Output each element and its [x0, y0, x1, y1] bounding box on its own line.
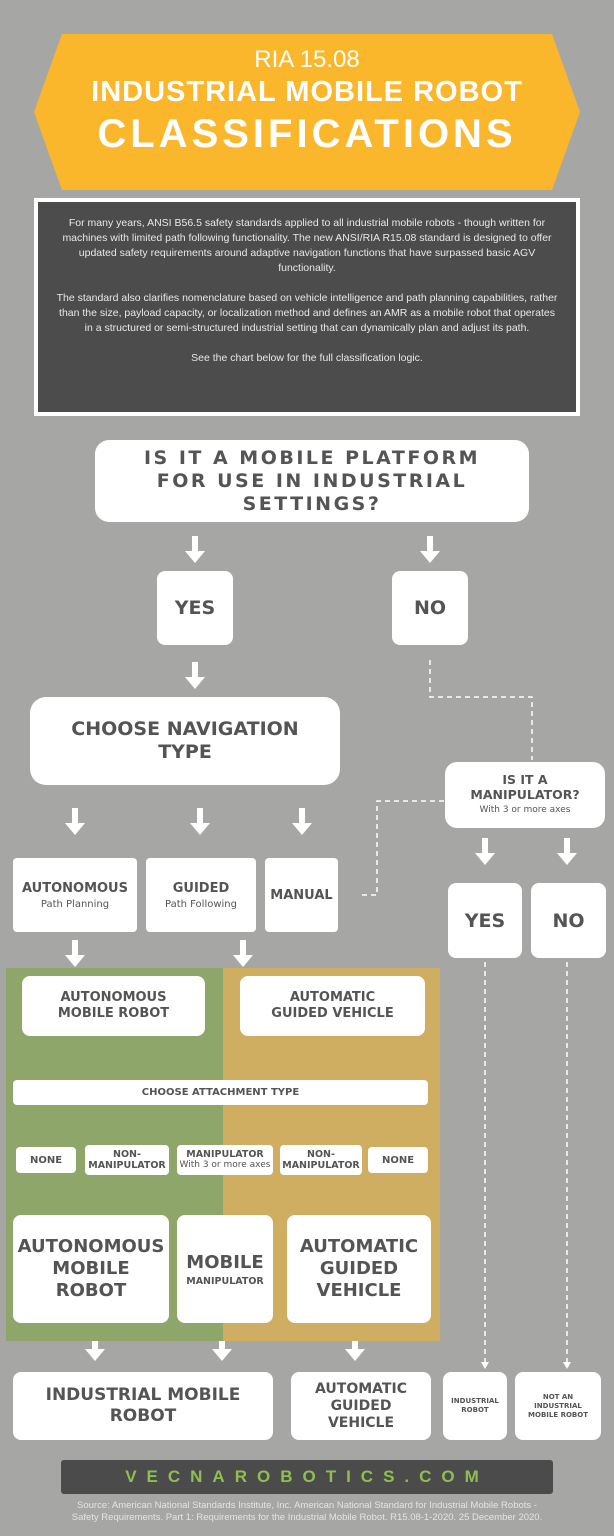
- nav-autonomous: AUTONOMOUS Path Planning: [13, 858, 137, 932]
- intro-paragraph-3: See the chart below for the full classif…: [191, 352, 423, 364]
- down-arrow-icon: [557, 838, 577, 865]
- attachment-none-1: NONE: [16, 1147, 76, 1173]
- final-ir-l2: ROBOT: [461, 1406, 489, 1414]
- final-not-industrial-mobile-robot: NOT AN INDUSTRIAL MOBILE ROBOT: [515, 1372, 601, 1440]
- res-amr-l3: ROBOT: [55, 1280, 127, 1301]
- res-agv-l2: GUIDED: [319, 1258, 399, 1279]
- final-agv: AUTOMATIC GUIDED VEHICLE: [291, 1372, 431, 1440]
- nav-autonomous-sub: Path Planning: [40, 898, 110, 910]
- down-arrow-icon: [212, 1334, 232, 1361]
- nav-manual: MANUAL: [265, 858, 338, 932]
- header-title-line2: CLASSIFICATIONS: [97, 112, 517, 156]
- res-agv-l1: AUTOMATIC: [299, 1236, 419, 1257]
- down-arrow-icon: [233, 940, 253, 967]
- down-arrow-icon: [65, 808, 85, 835]
- choose-navigation-type: CHOOSE NAVIGATION TYPE: [30, 697, 340, 785]
- intro-box: For many years, ANSI B56.5 safety standa…: [34, 198, 580, 416]
- footer-brand: VECNAROBOTICS.COM: [125, 1467, 489, 1486]
- final-imr-l2: ROBOT: [109, 1406, 177, 1426]
- attachment-nonmanip-2: NON- MANIPULATOR: [280, 1145, 362, 1175]
- down-arrow-icon: [190, 808, 210, 835]
- footer-brand-bar: VECNAROBOTICS.COM: [61, 1460, 553, 1494]
- answer-yes-manipulator: YES: [448, 883, 522, 958]
- nav-line1: CHOOSE NAVIGATION: [71, 718, 299, 740]
- manip-q-line2: MANIPULATOR?: [470, 787, 580, 802]
- nav-guided: GUIDED Path Following: [146, 858, 256, 932]
- answer-no-manipulator: NO: [531, 883, 606, 958]
- nonmanip1-l2: MANIPULATOR: [88, 1160, 166, 1171]
- final-agv-l1: AUTOMATIC: [315, 1380, 407, 1397]
- down-arrow-icon: [475, 838, 495, 865]
- attachment-manipulator: MANIPULATOR With 3 or more axes: [177, 1145, 273, 1175]
- manip-q-line1: IS IT A: [502, 772, 548, 787]
- nav-autonomous-label: AUTONOMOUS: [22, 880, 128, 896]
- answer-no-platform: NO: [392, 571, 468, 645]
- type-agv: AUTOMATIC GUIDED VEHICLE: [240, 976, 425, 1036]
- amr-line1: AUTONOMOUS: [60, 990, 167, 1005]
- header-banner: [34, 34, 580, 190]
- footer-source: Source: American National Standards Inst…: [0, 1500, 614, 1524]
- result-agv: AUTOMATIC GUIDED VEHICLE: [287, 1215, 431, 1323]
- down-arrow-icon: [185, 662, 205, 689]
- nav-line2: TYPE: [158, 741, 212, 763]
- intro-paragraph-1: For many years, ANSI B56.5 safety standa…: [62, 217, 552, 274]
- down-arrow-icon: [292, 808, 312, 835]
- res-agv-l3: VEHICLE: [316, 1280, 402, 1301]
- res-amr-l1: AUTONOMOUS: [17, 1236, 165, 1257]
- nav-guided-label: GUIDED: [172, 880, 230, 896]
- res-mm-l2: MANIPULATOR: [186, 1275, 264, 1287]
- answer-yes-platform: YES: [157, 571, 233, 645]
- nonmanip1-l1: NON-: [113, 1149, 141, 1160]
- source-line2: Safety Requirements. Part 1: Requirement…: [71, 1512, 543, 1523]
- final-not-l2: INDUSTRIAL: [534, 1401, 582, 1410]
- down-arrow-icon: [185, 536, 205, 563]
- manip-q-sub: With 3 or more axes: [479, 805, 571, 815]
- down-arrow-icon: [85, 1334, 105, 1361]
- attachment-nonmanip-1: NON- MANIPULATOR: [85, 1145, 169, 1175]
- final-agv-l3: VEHICLE: [327, 1414, 395, 1431]
- nav-guided-sub: Path Following: [165, 898, 237, 910]
- nonmanip2-l2: MANIPULATOR: [282, 1160, 360, 1171]
- header-title-line1: INDUSTRIAL MOBILE ROBOT: [91, 76, 523, 108]
- choose-attachment-type: CHOOSE ATTACHMENT TYPE: [13, 1080, 428, 1105]
- manip-l1: MANIPULATOR: [186, 1149, 264, 1160]
- down-arrow-icon: [420, 536, 440, 563]
- manip-l2: With 3 or more axes: [179, 1160, 271, 1170]
- q1-line1: IS IT A MOBILE PLATFORM: [143, 446, 481, 469]
- final-industrial-robot: INDUSTRIAL ROBOT: [443, 1372, 507, 1440]
- type-amr: AUTONOMOUS MOBILE ROBOT: [22, 976, 205, 1036]
- res-amr-l2: MOBILE: [52, 1258, 130, 1279]
- res-mm-l1: MOBILE: [186, 1251, 264, 1273]
- final-industrial-mobile-robot: INDUSTRIAL MOBILE ROBOT: [13, 1372, 273, 1440]
- question-mobile-platform: IS IT A MOBILE PLATFORM FOR USE IN INDUS…: [95, 440, 529, 522]
- result-amr: AUTONOMOUS MOBILE ROBOT: [13, 1215, 169, 1323]
- q1-line3: SETTINGS?: [242, 492, 382, 515]
- header-subtitle: RIA 15.08: [254, 46, 360, 73]
- down-arrow-icon: [65, 940, 85, 967]
- attachment-none-2: NONE: [368, 1147, 428, 1173]
- final-ir-l1: INDUSTRIAL: [451, 1397, 499, 1405]
- final-agv-l2: GUIDED: [330, 1397, 392, 1414]
- result-mobile-manipulator: MOBILE MANIPULATOR: [177, 1215, 273, 1323]
- agv-line1: AUTOMATIC: [289, 990, 376, 1005]
- nonmanip2-l1: NON-: [307, 1149, 335, 1160]
- final-not-l3: MOBILE ROBOT: [528, 1410, 588, 1419]
- amr-line2: MOBILE ROBOT: [57, 1006, 170, 1021]
- intro-paragraph-2: The standard also clarifies nomenclature…: [56, 292, 558, 334]
- agv-line2: GUIDED VEHICLE: [271, 1006, 394, 1021]
- question-manipulator: IS IT A MANIPULATOR? With 3 or more axes: [445, 762, 605, 828]
- final-not-l1: NOT AN: [542, 1392, 574, 1401]
- source-line1: Source: American National Standards Inst…: [77, 1500, 537, 1511]
- final-imr-l1: INDUSTRIAL MOBILE: [45, 1385, 241, 1405]
- q1-line2: FOR USE IN INDUSTRIAL: [156, 469, 468, 492]
- down-arrow-icon: [345, 1334, 365, 1361]
